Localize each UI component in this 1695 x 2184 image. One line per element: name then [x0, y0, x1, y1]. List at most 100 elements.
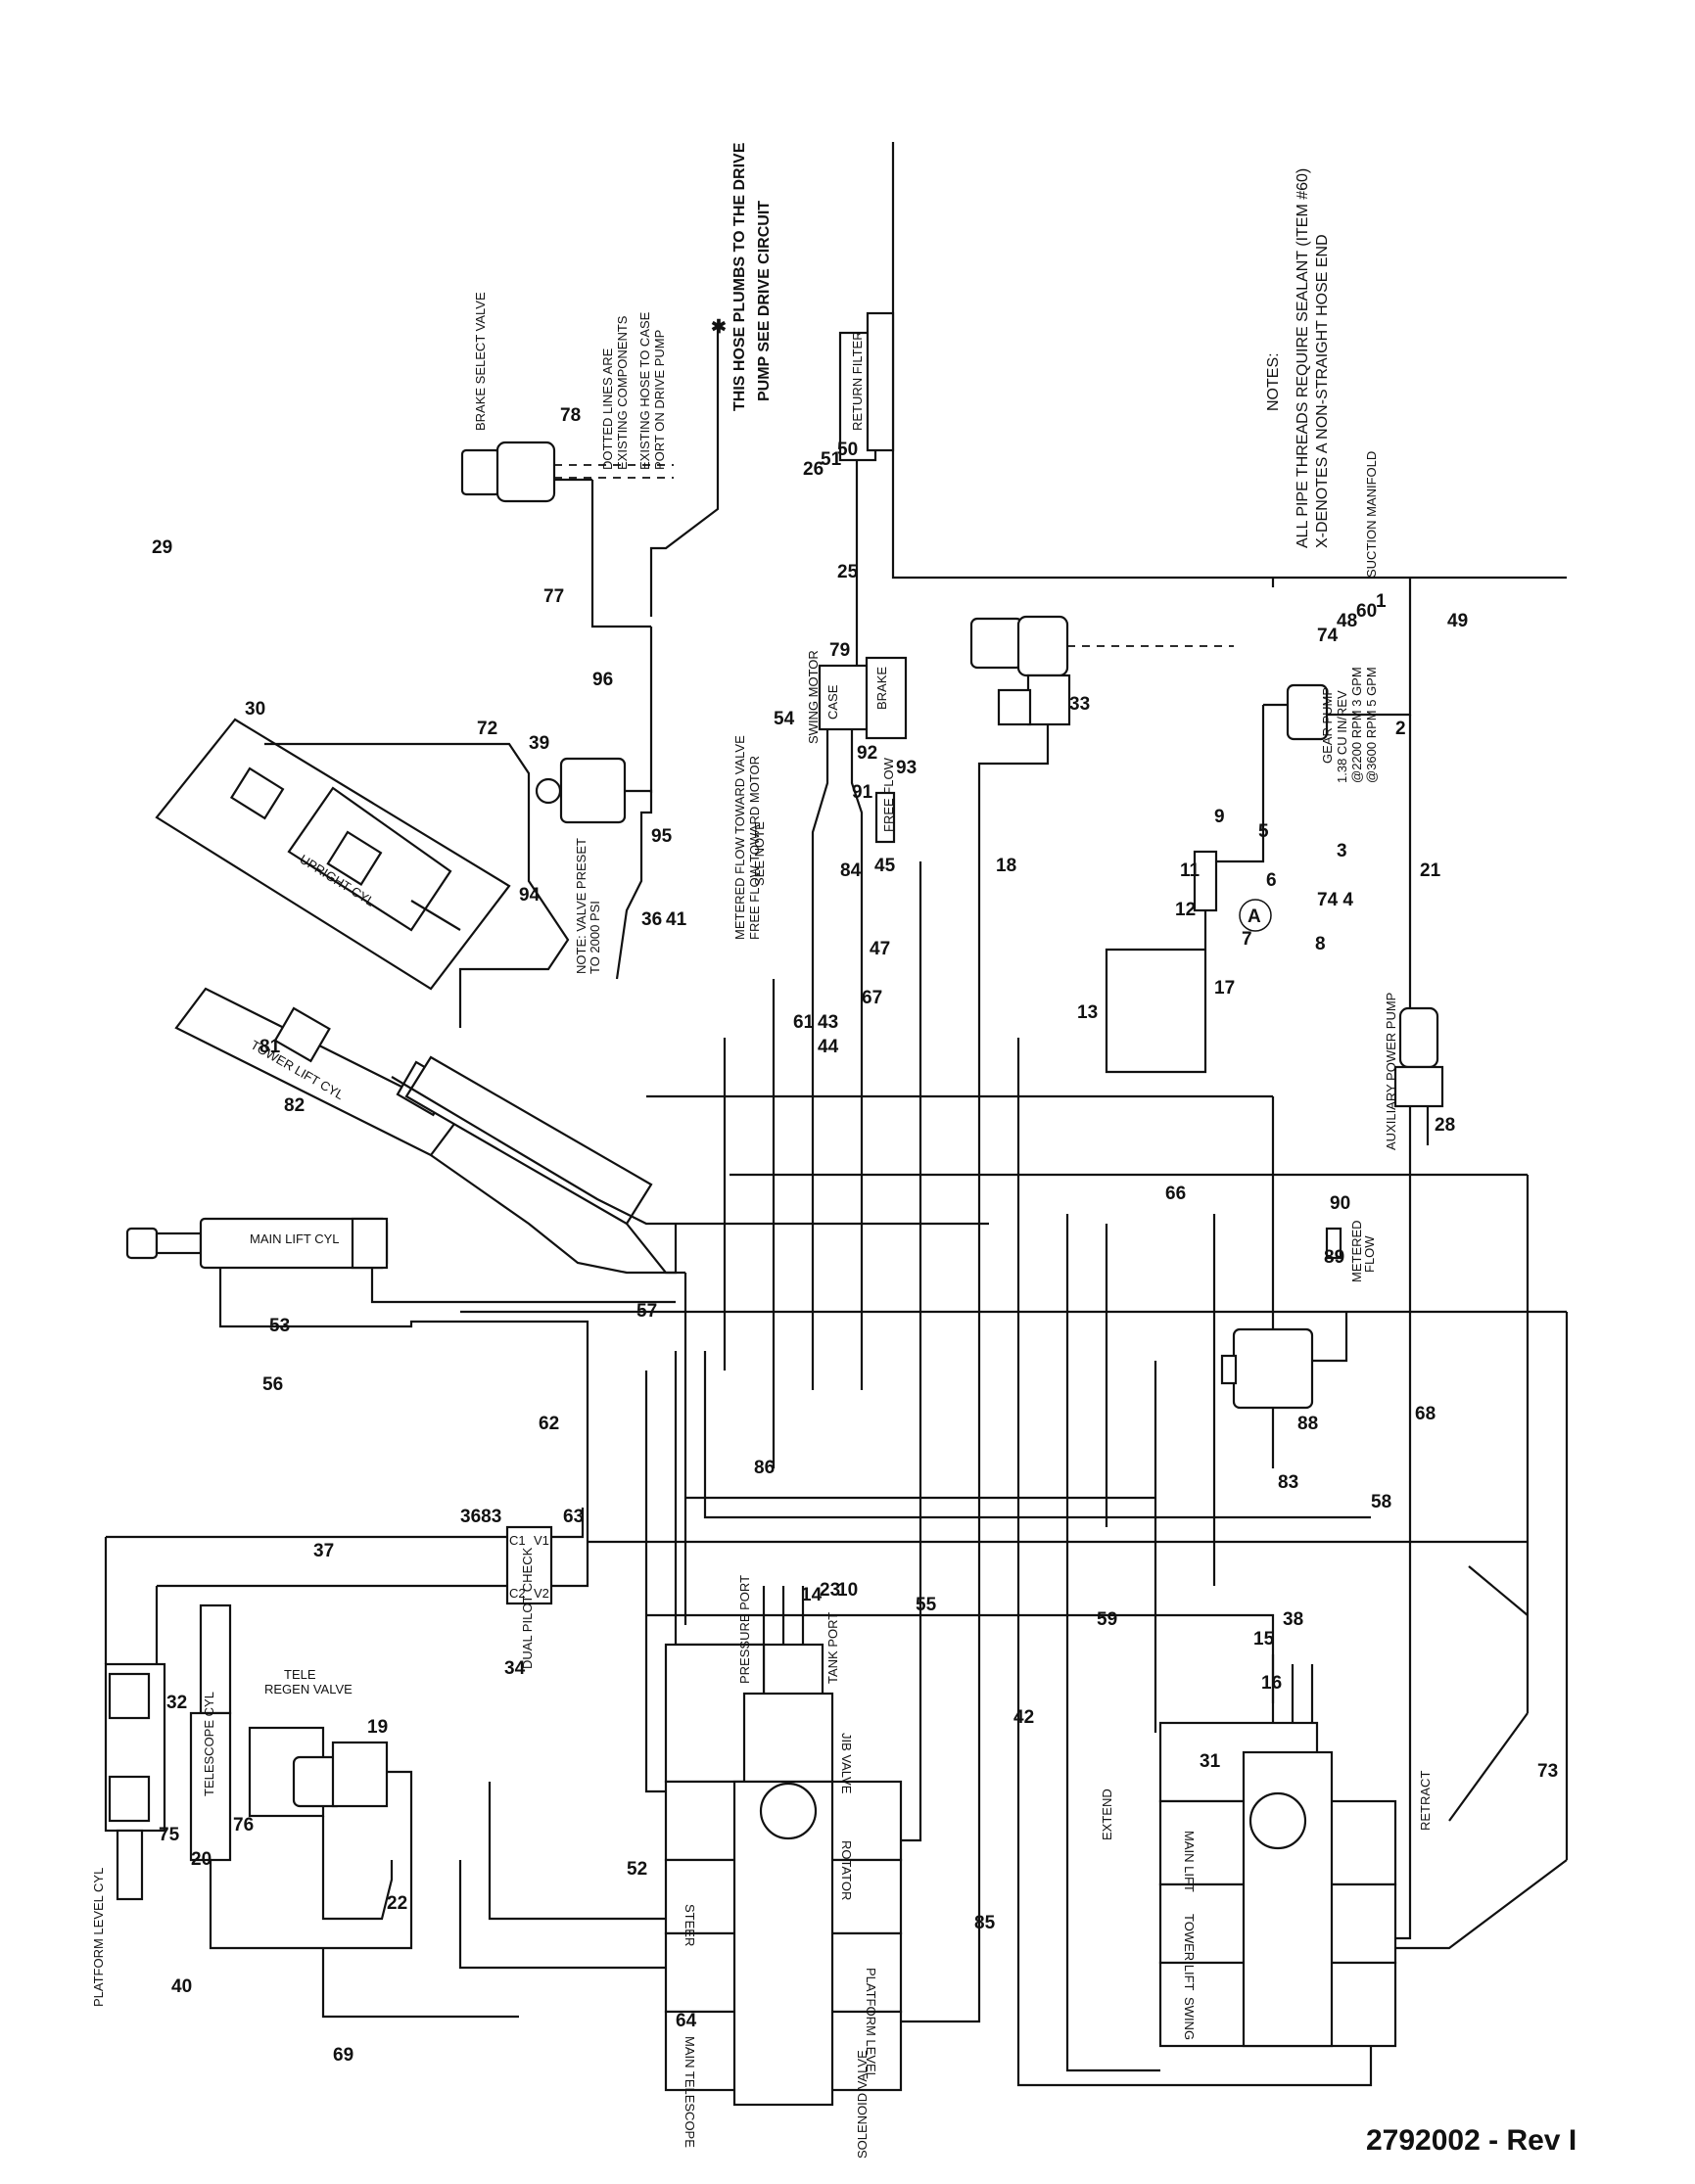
- svg-text:TOWER LIFT: TOWER LIFT: [1182, 1914, 1197, 1991]
- svg-text:1: 1: [1376, 591, 1387, 612]
- drive-callout: THIS HOSE PLUMBS TO THE DRIVE PUMP SEE D…: [649, 142, 773, 617]
- svg-text:3683: 3683: [460, 1507, 501, 1527]
- svg-text:10: 10: [837, 1580, 858, 1601]
- svg-text:NOTES:: NOTES:: [1265, 352, 1282, 411]
- svg-text:STEER: STEER: [683, 1904, 697, 1946]
- svg-text:55: 55: [916, 1595, 937, 1615]
- svg-text:96: 96: [592, 670, 613, 690]
- svg-text:TELE: TELE: [284, 1667, 316, 1682]
- svg-text:89: 89: [1324, 1247, 1344, 1268]
- svg-text:METERED FLOW TOWARD VALVE: METERED FLOW TOWARD VALVE: [732, 735, 747, 940]
- svg-text:PUMP SEE DRIVE CIRCUIT: PUMP SEE DRIVE CIRCUIT: [756, 201, 773, 401]
- return-filter: RETURN FILTER: [838, 311, 895, 646]
- svg-text:BRAKE SELECT VALVE: BRAKE SELECT VALVE: [473, 292, 488, 431]
- svg-text:CASE: CASE: [825, 684, 840, 720]
- gear-pump: GEAR PUMP 1.38 CU IN/REV @2200 RPM 3 GPM…: [1214, 587, 1412, 932]
- svg-text:C1: C1: [509, 1533, 526, 1548]
- svg-text:49: 49: [1447, 611, 1468, 631]
- svg-text:5: 5: [1258, 821, 1269, 842]
- svg-text:19: 19: [367, 1717, 388, 1738]
- svg-text:AUXILIARY POWER PUMP: AUXILIARY POWER PUMP: [1384, 993, 1398, 1150]
- svg-text:69: 69: [333, 2045, 353, 2066]
- svg-text:SWING MOTOR: SWING MOTOR: [806, 650, 821, 744]
- svg-text:17: 17: [1214, 978, 1235, 999]
- svg-text:DUAL PILOT CHECK: DUAL PILOT CHECK: [520, 1547, 535, 1669]
- upper-solenoid-valve: [969, 615, 1234, 1175]
- svg-text:METERED: METERED: [1349, 1220, 1364, 1282]
- svg-text:18: 18: [996, 856, 1016, 876]
- svg-text:REGEN VALVE: REGEN VALVE: [264, 1682, 353, 1696]
- notes-block: NOTES: ALL PIPE THREADS REQUIRE SEALANT …: [1265, 168, 1379, 578]
- svg-text:88: 88: [1297, 1414, 1318, 1434]
- manifold-lines: [460, 861, 1569, 1860]
- svg-text:15: 15: [1253, 1629, 1275, 1650]
- svg-text:38: 38: [1283, 1609, 1303, 1630]
- svg-text:BRAKE: BRAKE: [874, 667, 889, 710]
- swing-motor: SWING MOTOR CASE BRAKE FREE FLOW: [806, 646, 908, 1077]
- flow-valve-11: [1105, 850, 1218, 1074]
- svg-text:MAIN LIFT CYL: MAIN LIFT CYL: [250, 1231, 340, 1246]
- svg-text:TANK PORT: TANK PORT: [825, 1612, 840, 1684]
- svg-text:83: 83: [1278, 1472, 1298, 1493]
- svg-text:SOLENOID VALVE: SOLENOID VALVE: [855, 2050, 870, 2159]
- svg-text:2: 2: [1395, 719, 1406, 739]
- svg-text:14: 14: [801, 1585, 823, 1605]
- flow-direction-callouts: METERED FLOW TOWARD VALVE FREE FLOW TOWA…: [574, 735, 767, 974]
- svg-text:36: 36: [641, 909, 662, 930]
- svg-text:34: 34: [504, 1658, 526, 1679]
- svg-text:42: 42: [1013, 1707, 1034, 1728]
- svg-text:1.38 CU IN/REV: 1.38 CU IN/REV: [1335, 690, 1349, 783]
- svg-text:MAIN TELESCOPE: MAIN TELESCOPE: [683, 2036, 697, 2148]
- svg-text:TO 2000 PSI: TO 2000 PSI: [588, 901, 602, 974]
- svg-text:EXTEND: EXTEND: [1100, 1789, 1114, 1840]
- svg-text:82: 82: [284, 1095, 305, 1116]
- svg-text:85: 85: [974, 1913, 996, 1933]
- svg-text:PLATFORM LEVEL CYL: PLATFORM LEVEL CYL: [91, 1868, 106, 2007]
- svg-text:THIS HOSE PLUMBS TO THE DRIVE: THIS HOSE PLUMBS TO THE DRIVE: [731, 142, 748, 411]
- svg-text:39: 39: [529, 733, 549, 754]
- svg-text:PLATFORM LEVEL: PLATFORM LEVEL: [864, 1968, 878, 2079]
- svg-text:ALL PIPE THREADS REQUIRE SEALA: ALL PIPE THREADS REQUIRE SEALANT (ITEM #…: [1295, 168, 1311, 548]
- right-valve-bank: MAIN LIFT TOWER LIFT SWING EXTEND RETRAC…: [1100, 1721, 1433, 2048]
- svg-text:76: 76: [233, 1815, 254, 1835]
- svg-text:7: 7: [1242, 929, 1252, 950]
- svg-text:31: 31: [1200, 1751, 1221, 1772]
- svg-text:PRESSURE PORT: PRESSURE PORT: [737, 1575, 752, 1684]
- svg-text:@2200 RPM 3 GPM: @2200 RPM 3 GPM: [1349, 667, 1364, 783]
- svg-text:50: 50: [837, 440, 858, 460]
- left-valve-bank: ROTATOR JIB VALVE STEER PLATFORM LEVEL M…: [664, 1575, 903, 2159]
- svg-text:30: 30: [245, 699, 265, 720]
- svg-text:91: 91: [852, 782, 873, 803]
- svg-text:81: 81: [259, 1037, 281, 1057]
- relief-valve-39-lower: METERED FLOW: [1220, 1220, 1377, 1410]
- svg-text:FREE FLOW TOWARD MOTOR: FREE FLOW TOWARD MOTOR: [747, 756, 762, 940]
- svg-text:9: 9: [1214, 807, 1225, 827]
- svg-text:72: 72: [477, 719, 497, 739]
- svg-text:C2: C2: [509, 1586, 526, 1601]
- svg-text:86: 86: [754, 1458, 775, 1478]
- item-number-labels: 1 2 3 74 4 5 6 7 8 9 10 11 12 13 14 15 1…: [152, 405, 1558, 2066]
- svg-text:66: 66: [1165, 1184, 1186, 1204]
- svg-text:77: 77: [543, 586, 564, 607]
- svg-text:EXISTING COMPONENTS: EXISTING COMPONENTS: [615, 315, 630, 470]
- svg-text:44: 44: [818, 1037, 839, 1057]
- svg-text:92: 92: [857, 743, 877, 764]
- svg-text:32: 32: [166, 1693, 187, 1713]
- platform-level-cylinder: PLATFORM LEVEL CYL: [91, 1537, 166, 2007]
- svg-text:@3600 RPM 5 GPM: @3600 RPM 5 GPM: [1364, 667, 1379, 783]
- svg-text:47: 47: [870, 939, 890, 959]
- svg-text:94: 94: [519, 885, 541, 906]
- svg-text:EXISTING HOSE TO CASE: EXISTING HOSE TO CASE: [637, 311, 652, 470]
- cylinder-hoses: [264, 742, 685, 1275]
- svg-text:8: 8: [1315, 934, 1326, 954]
- svg-text:58: 58: [1371, 1492, 1391, 1512]
- svg-text:NOTE: VALVE PRESET: NOTE: VALVE PRESET: [574, 838, 589, 974]
- svg-text:6: 6: [1266, 870, 1277, 891]
- svg-text:V2: V2: [534, 1586, 549, 1601]
- svg-text:79: 79: [829, 640, 850, 661]
- svg-text:20: 20: [191, 1849, 212, 1870]
- svg-text:11: 11: [1180, 860, 1201, 881]
- brake-select-valve: BRAKE SELECT VALVE DOTTED LINES ARE EXIS…: [460, 292, 674, 628]
- svg-text:57: 57: [636, 1301, 657, 1322]
